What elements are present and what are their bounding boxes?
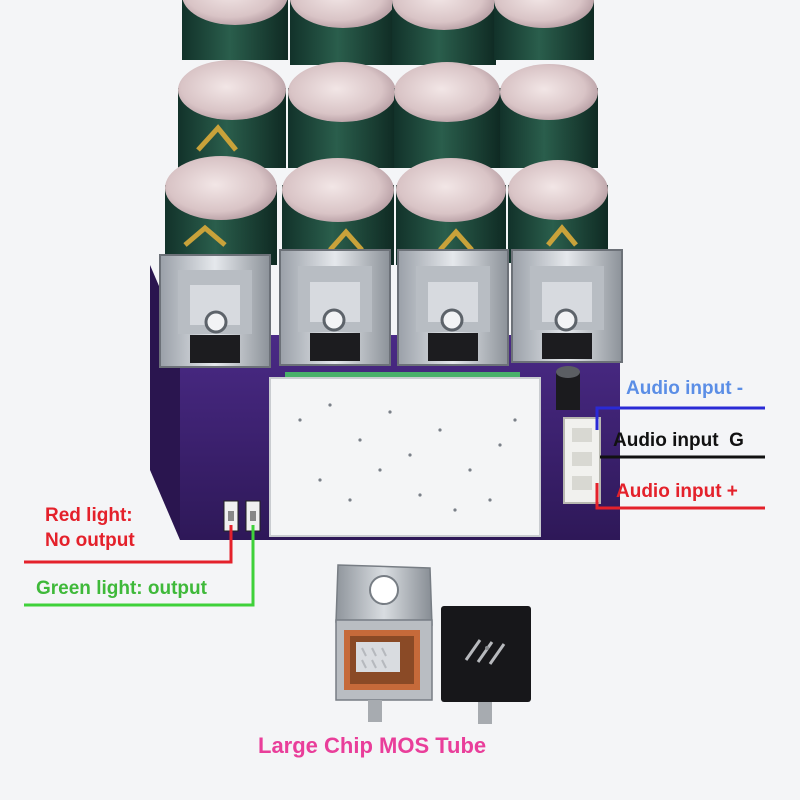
amplifier-module	[269, 377, 541, 537]
callout-line-green-light	[24, 525, 255, 607]
mos-tube-caption: Large Chip MOS Tube	[258, 733, 487, 758]
capacitor	[178, 60, 286, 168]
audio-input-plus-label: Audio input +	[616, 481, 738, 502]
audio-input-connector	[563, 417, 601, 504]
led-indicators	[223, 500, 261, 532]
capacitor	[165, 156, 277, 265]
green-light-label: Green light: output	[36, 578, 207, 599]
capacitor	[394, 62, 500, 168]
heatsink	[511, 249, 623, 363]
callout-line-red-light	[24, 525, 233, 564]
audio-input-ground-label: Audio input G	[613, 430, 744, 451]
callout-line-audio-plus	[595, 483, 765, 510]
mos-tube-front	[335, 564, 433, 722]
capacitor-bank	[165, 0, 608, 265]
red-light-label-line1: Red light:	[45, 505, 133, 526]
capacitor	[396, 158, 506, 265]
heatsink	[397, 249, 509, 366]
audio-input-minus-label: Audio input -	[626, 378, 744, 399]
capacitor	[282, 158, 394, 265]
capacitor	[494, 0, 594, 60]
capacitor	[500, 64, 598, 168]
small-capacitor	[556, 366, 580, 410]
red-light-label-line2: No output	[45, 530, 135, 551]
callout-lines	[24, 406, 765, 607]
heatsink-row	[159, 249, 623, 368]
callout-line-audio-minus	[595, 406, 765, 430]
capacitor	[288, 62, 396, 168]
capacitor	[392, 0, 496, 65]
heatsink	[159, 254, 271, 368]
mos-tube-back	[441, 606, 531, 724]
capacitor	[182, 0, 288, 60]
capacitor	[290, 0, 396, 65]
heatsink	[279, 249, 391, 366]
capacitor	[508, 160, 608, 263]
